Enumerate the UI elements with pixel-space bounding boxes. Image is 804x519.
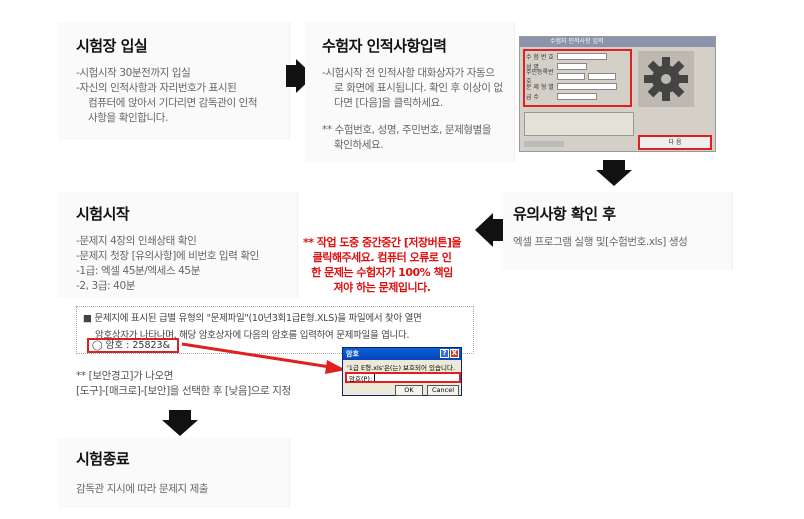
- step-entry-text: -시험시작 30분전까지 입실 -자신의 인적사항과 자리번호가 표시된 컴퓨터…: [76, 67, 258, 124]
- step-check-text: 엑셀 프로그램 실행 및[수험번호.xls] 생성: [513, 236, 688, 248]
- step-start-title: 시험시작: [76, 205, 130, 223]
- step-identity-note: ** 수험번호, 성명, 주민번호, 문제형별을 확인하세요.: [322, 124, 492, 151]
- identity-dialog-title: 수험자 인적사항 입력: [520, 37, 715, 47]
- step-entry-panel: 시험장 입실 -시험시작 30분전까지 입실 -자신의 인적사항과 자리번호가 …: [58, 22, 290, 140]
- close-icon[interactable]: X: [450, 349, 459, 358]
- save-warning-note: ** 작업 도중 중간중간 [저장버튼]을 클릭해주세요. 컴퓨터 오류로 인 …: [303, 236, 461, 294]
- step-identity-text: -시험시작 전 인적사항 대화상자가 자동으 로 화면에 표시됩니다. 확인 후…: [322, 67, 503, 109]
- arrow-down-icon: [162, 410, 198, 436]
- step-check-title: 유의사항 확인 후: [513, 205, 616, 223]
- step-end-text: 감독관 지시에 따라 문제지 제출: [76, 483, 209, 495]
- identity-dialog-screenshot: 수험자 인적사항 입력 수 험 번 호 성 명 주민등록번호 문 제 형 별 급…: [519, 36, 716, 152]
- identity-instructions-box: [524, 112, 634, 136]
- step-check-panel: 유의사항 확인 후 엑셀 프로그램 실행 및[수험번호.xls] 생성: [503, 192, 733, 270]
- notice-line-2: 암호상자가 나타나며, 해당 암호상자에 다음의 암호를 입력하여 문제파일을 …: [95, 330, 410, 341]
- step-identity-panel: 수험자 인적사항입력 -시험시작 전 인적사항 대화상자가 자동으 로 화면에 …: [305, 22, 515, 162]
- password-dialog-title: 암호: [346, 350, 359, 358]
- step-start-text: -문제지 4장의 인쇄상태 확인 -문제지 첫장 [유의사항]에 비번호 입력 …: [76, 235, 259, 292]
- password-dialog-message: '1급 E형.xls'은(는) 보호되어 있습니다.: [347, 364, 456, 372]
- gear-icon: [638, 51, 694, 107]
- red-pointer-arrow-icon: [181, 342, 346, 374]
- identity-next-button[interactable]: 다 음: [638, 135, 712, 150]
- cancel-button[interactable]: Cancel: [427, 385, 459, 396]
- step-identity-title: 수험자 인적사항입력: [322, 37, 447, 55]
- password-hint: ◯ 암호 : 25823&: [87, 338, 179, 353]
- arrow-down-icon: [596, 160, 632, 186]
- notice-line-1: 문제지에 표시된 급별 유형의 "문제파일"(10년3회1급E형.XLS)을 파…: [94, 313, 422, 324]
- password-dialog: 암호 ? X '1급 E형.xls'은(는) 보호되어 있습니다. 암호(P):…: [342, 347, 462, 396]
- step-end-title: 시험종료: [76, 450, 130, 468]
- step-start-panel: 시험시작 -문제지 4장의 인쇄상태 확인 -문제지 첫장 [유의사항]에 비번…: [58, 192, 298, 298]
- step-end-panel: 시험종료 감독관 지시에 따라 문제지 제출: [58, 438, 290, 508]
- help-icon[interactable]: ?: [440, 349, 449, 358]
- identity-fields-highlight: [523, 49, 632, 107]
- security-warning-note: ** [보안경고]가 나오면 [도구]-[매크로]-[보안]을 선택한 후 [낮…: [76, 370, 291, 397]
- arrow-left-icon: [475, 213, 503, 247]
- step-entry-title: 시험장 입실: [76, 37, 148, 55]
- password-field[interactable]: 암호(P):: [345, 372, 461, 383]
- ok-button[interactable]: OK: [395, 385, 423, 396]
- identity-form: 수 험 번 호 성 명 주민등록번호 문 제 형 별 급 수: [526, 51, 629, 101]
- bullet-icon: ■: [83, 313, 92, 324]
